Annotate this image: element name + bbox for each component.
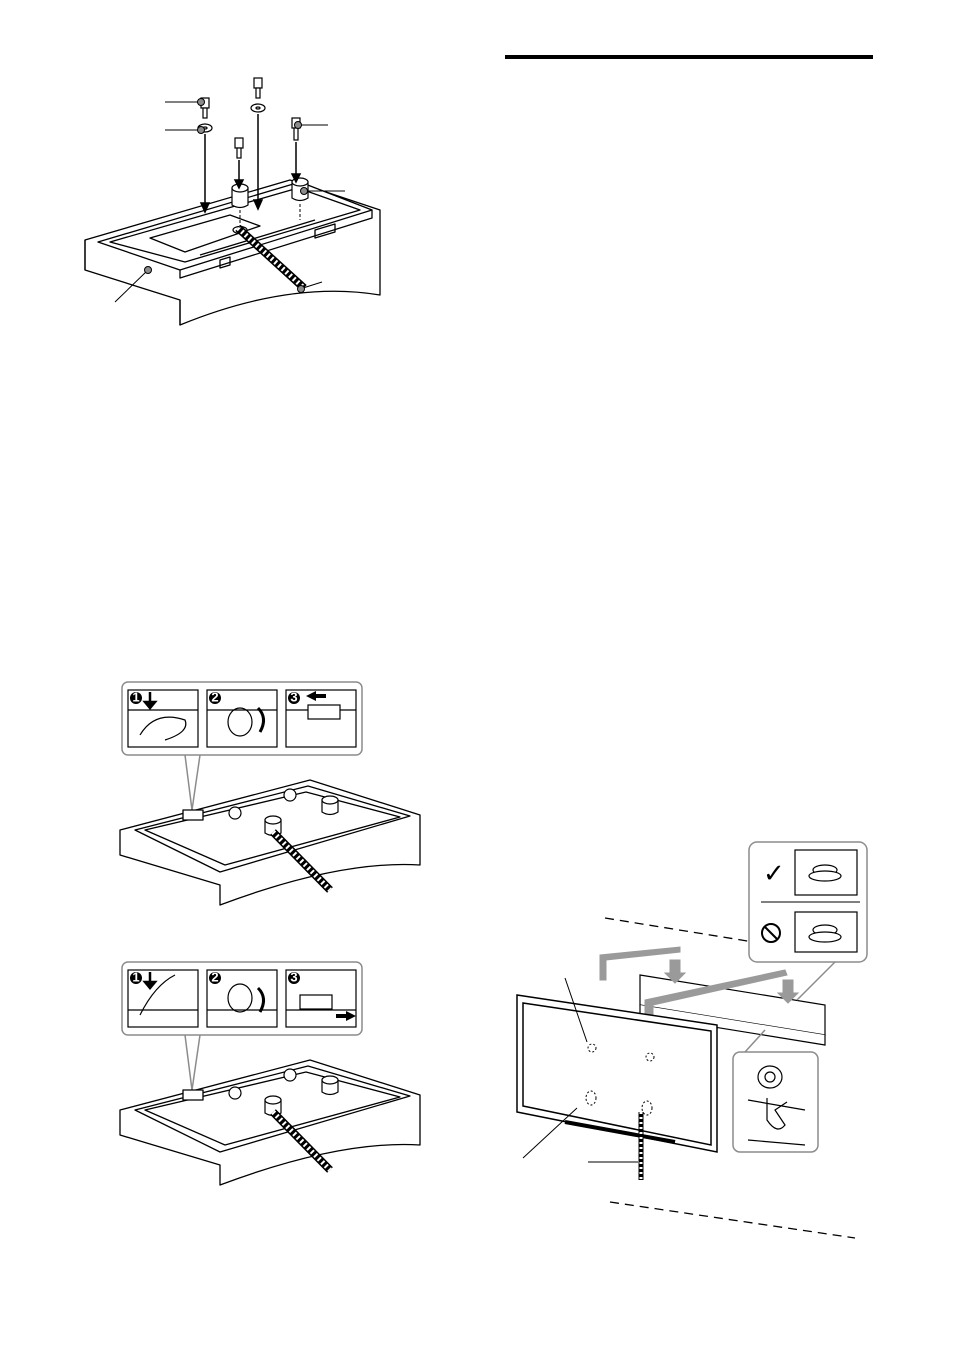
screw-icon bbox=[201, 78, 300, 158]
step-number-1: 1 bbox=[132, 970, 139, 985]
step-number-2: 2 bbox=[211, 690, 218, 705]
step-number-3: 3 bbox=[290, 690, 297, 705]
figure-4-wall-mount: ✓ bbox=[505, 840, 875, 1250]
step-number-3: 3 bbox=[290, 970, 297, 985]
step-number-1: 1 bbox=[132, 690, 139, 705]
figure-2-cable-clamp: 1 2 3 bbox=[110, 680, 430, 910]
step-number-2: 2 bbox=[211, 970, 218, 985]
correct-mark-icon: ✓ bbox=[763, 859, 785, 889]
section-heading-rule bbox=[505, 55, 873, 59]
figure-3-cable-clamp-release: 1 2 3 bbox=[110, 960, 430, 1190]
figure-1-tv-back-screws bbox=[60, 70, 400, 340]
